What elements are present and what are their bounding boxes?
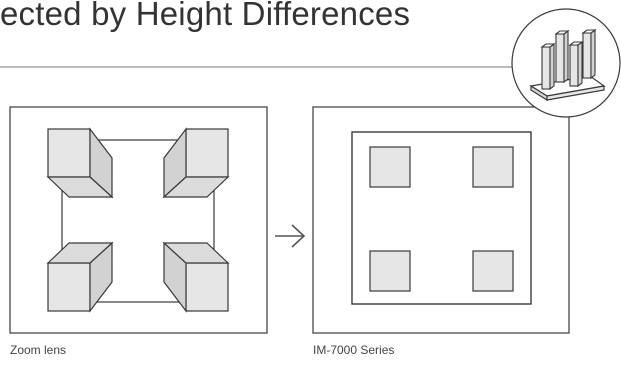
im7000-caption: IM-7000 Series: [313, 343, 395, 357]
block-top-right: [162, 127, 230, 199]
block-bottom-right: [162, 241, 230, 313]
im7000-frame: [312, 106, 570, 334]
right-arrow-icon: [275, 224, 306, 248]
square-bottom-left: [369, 250, 411, 292]
im7000-target-square: [351, 131, 532, 305]
block-bottom-left: [46, 241, 114, 313]
zoom-lens-caption: Zoom lens: [10, 343, 67, 357]
zoom-lens-target-square: [61, 139, 215, 303]
square-bottom-right: [472, 250, 514, 292]
im7000-panel: [312, 106, 570, 334]
block-top-left: [46, 127, 114, 199]
square-top-right: [472, 146, 514, 188]
page-title: ected by Height Differences: [0, 0, 411, 32]
square-top-left: [369, 146, 411, 188]
height-difference-pins-icon: [511, 8, 621, 118]
zoom-lens-panel: [9, 106, 268, 334]
